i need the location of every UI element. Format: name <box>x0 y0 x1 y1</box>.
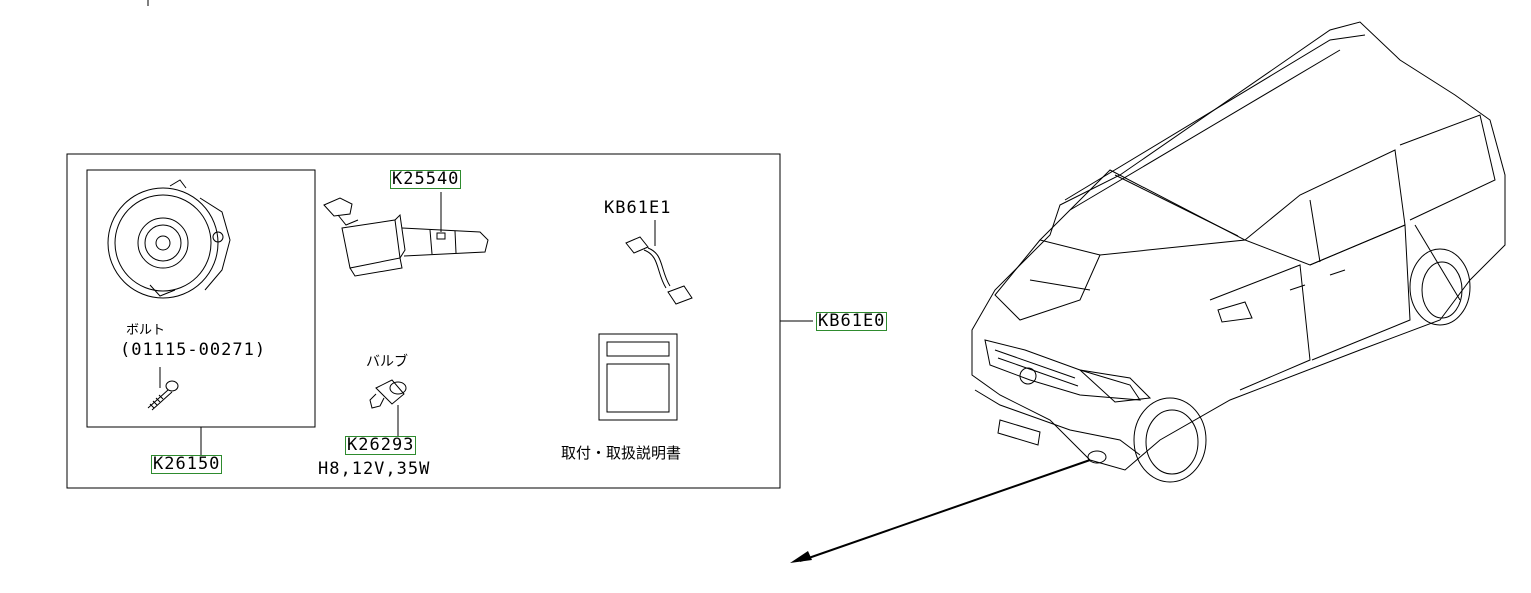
pointer-arrow-line <box>799 459 1091 562</box>
instruction-sheet-drawing <box>598 333 678 421</box>
switch-assembly-drawing <box>107 179 231 299</box>
kit-frame <box>66 153 781 489</box>
switch-frame <box>86 169 316 428</box>
lever-part-code[interactable]: K25540 <box>389 169 462 189</box>
pointer-arrow-head <box>790 551 812 563</box>
bolt-part-number: (01115-00271) <box>120 340 267 360</box>
bulb-part-code[interactable]: K26293 <box>344 435 417 455</box>
connector-drawing <box>625 236 693 305</box>
bulb-name-label: バルブ <box>366 354 408 370</box>
instruction-sheet-label: 取付・取扱説明書 <box>561 444 682 462</box>
bulb-spec-label: H8,12V,35W <box>318 459 431 479</box>
switch-part-code[interactable]: K26150 <box>150 454 223 474</box>
bolt-drawing <box>147 367 179 411</box>
bolt-name-label: ボルト <box>126 323 166 338</box>
bulb-drawing <box>369 379 407 409</box>
lever-drawing <box>323 197 489 277</box>
kit-part-code[interactable]: KB61E0 <box>815 311 888 331</box>
vehicle-drawing <box>147 0 1506 483</box>
connector-part-code: KB61E1 <box>604 198 672 218</box>
